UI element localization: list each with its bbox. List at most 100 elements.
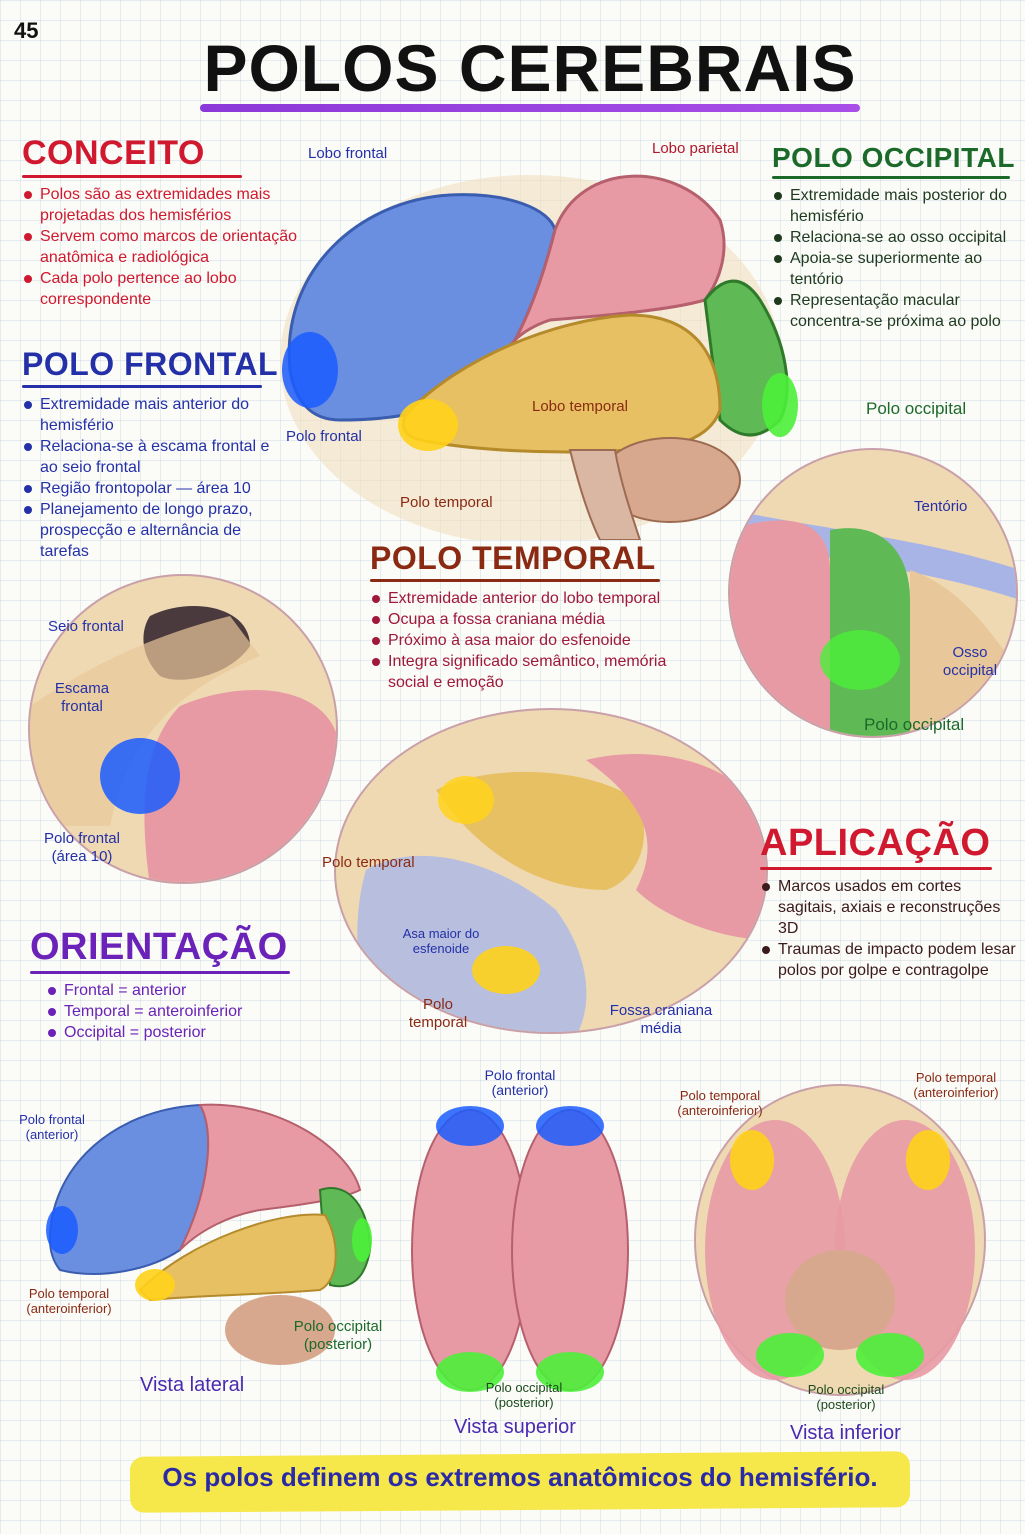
main-brain-illustration: [280, 174, 798, 540]
inferior-temporal-pole-right: [906, 1130, 950, 1190]
list-item: Região frontopolar — área 10: [22, 478, 282, 499]
label-frontal-inset-polo: Polo frontal (área 10): [44, 830, 120, 865]
label-inferior-polo-temporal-left: Polo temporal (anteroinferior): [677, 1088, 763, 1118]
label-temporal-inset-polo-bottom: Polo temporal: [408, 996, 468, 1031]
lateral-temporal-pole: [135, 1269, 175, 1301]
superior-frontal-pole-right: [536, 1106, 604, 1146]
temporal-pole-glow-top: [438, 776, 494, 824]
lateral-temporal-lobe: [138, 1213, 337, 1302]
polo-frontal-underline: [22, 385, 262, 388]
brainstem: [568, 449, 642, 540]
list-item: Traumas de impacto podem lesar polos por…: [760, 939, 1022, 981]
polo-temporal-underline: [370, 579, 660, 582]
lateral-view-illustration: [46, 1103, 372, 1365]
polo-frontal-section: POLO FRONTAL Extremidade mais anterior d…: [22, 346, 287, 562]
polo-frontal-title: POLO FRONTAL: [22, 346, 279, 382]
label-lobo-frontal: Lobo frontal: [308, 145, 388, 162]
superior-frontal-pole-left: [436, 1106, 504, 1146]
polo-temporal-title: POLO TEMPORAL: [370, 540, 656, 576]
list-item: Relaciona-se à escama frontal e ao seio …: [22, 436, 282, 478]
caption-vista-superior: Vista superior: [454, 1416, 576, 1438]
label-polo-occipital: Polo occipital: [866, 399, 967, 418]
list-item: Ocupa a fossa craniana média: [370, 609, 695, 630]
list-item: Próximo à asa maior do esfenoide: [370, 630, 695, 651]
inferior-cerebellum: [785, 1250, 895, 1350]
superior-left-hemisphere: [411, 1109, 529, 1391]
label-lateral-polo-frontal: Polo frontal (anterior): [19, 1112, 85, 1142]
superior-occipital-pole-right: [536, 1352, 604, 1392]
orientacao-list: Frontal = anterior Temporal = anteroinfe…: [30, 980, 330, 1043]
aplicacao-underline: [760, 867, 992, 870]
polo-frontal-list: Extremidade mais anterior do hemisfério …: [22, 394, 282, 562]
list-item: Occipital = posterior: [46, 1022, 330, 1043]
label-seio-frontal: Seio frontal: [48, 618, 124, 635]
aplicacao-title: APLICAÇÃO: [760, 822, 991, 864]
label-tentorio: Tentório: [914, 498, 968, 515]
polo-occipital-title: POLO OCCIPITAL: [772, 142, 1015, 173]
list-item: Cada polo pertence ao lobo correspondent…: [22, 268, 307, 310]
list-item: Extremidade mais posterior do hemisfério: [772, 185, 1014, 227]
page-title: POLOS CEREBRAIS: [203, 31, 857, 105]
label-lobo-temporal: Lobo temporal: [532, 398, 628, 415]
frontal-lobe-tissue: [144, 690, 336, 882]
frontal-pole-glow: [100, 738, 180, 814]
orientacao-section: ORIENTAÇÃO Frontal = anterior Temporal =…: [30, 926, 330, 1043]
list-item: Planejamento de longo prazo, prospecção …: [22, 499, 282, 562]
orientacao-title: ORIENTAÇÃO: [30, 926, 288, 968]
frontal-tissue: [586, 754, 766, 940]
superior-view-illustration: [411, 1106, 629, 1392]
label-polo-frontal: Polo frontal: [286, 428, 362, 445]
page-number: 45: [14, 18, 39, 43]
label-inferior-polo-temporal-right: Polo temporal (anteroinferior): [913, 1070, 999, 1100]
list-item: Relaciona-se ao osso occipital: [772, 227, 1014, 248]
lateral-frontal-pole: [46, 1206, 78, 1254]
label-superior-polo-frontal: Polo frontal (anterior): [484, 1067, 556, 1098]
inferior-occipital-pole-right: [856, 1333, 924, 1377]
label-escama-frontal: Escama frontal: [54, 680, 110, 715]
label-lateral-polo-occipital: Polo occipital (posterior): [293, 1318, 383, 1353]
lateral-occipital-pole: [352, 1218, 372, 1262]
list-item: Apoia-se superiormente ao tentório: [772, 248, 1014, 290]
list-item: Integra significado semântico, memória s…: [370, 651, 695, 693]
label-osso-occipital: Osso occipital: [942, 644, 998, 679]
conceito-underline: [22, 175, 242, 178]
frontal-inset-illustration: [30, 606, 336, 882]
temporal-pole-glow: [398, 399, 458, 451]
temporal-inset-illustration: [357, 754, 766, 1032]
list-item: Extremidade anterior do lobo temporal: [370, 588, 695, 609]
label-lateral-polo-temporal: Polo temporal (anteroinferior): [26, 1286, 112, 1316]
temporal-pole-glow-bottom: [472, 946, 540, 994]
orientacao-underline: [30, 971, 290, 974]
frontal-bone: [30, 616, 260, 826]
lateral-cerebellum: [225, 1295, 335, 1365]
list-item: Marcos usados em cortes sagitais, axiais…: [760, 876, 1022, 939]
conceito-list: Polos são as extremidades mais projetada…: [22, 184, 307, 310]
polo-occipital-section: POLO OCCIPITAL Extremidade mais posterio…: [772, 142, 1017, 332]
conceito-title: CONCEITO: [22, 134, 205, 172]
label-asa-maior: Asa maior do esfenoide: [402, 926, 480, 956]
middle-cranial-fossa: [357, 855, 587, 1032]
title-underline: [200, 104, 860, 112]
caption-vista-inferior: Vista inferior: [790, 1422, 901, 1444]
conceito-section: CONCEITO Polos são as extremidades mais …: [22, 134, 322, 310]
frontal-inset: [28, 574, 338, 884]
footer-text: Os polos definem os extremos anatômicos …: [162, 1462, 878, 1492]
polo-occipital-underline: [772, 176, 1010, 179]
label-fossa: Fossa craniana média: [609, 1002, 713, 1037]
frontal-pole-glow: [282, 332, 338, 408]
label-polo-temporal: Polo temporal: [400, 494, 493, 511]
superior-occipital-pole-left: [436, 1352, 504, 1392]
list-item: Polos são as extremidades mais projetada…: [22, 184, 307, 226]
label-superior-polo-occipital: Polo occipital (posterior): [485, 1380, 563, 1410]
inferior-view-illustration: [694, 1084, 986, 1396]
inferior-temporal-pole-left: [730, 1130, 774, 1190]
list-item: Temporal = anteroinferior: [46, 1001, 330, 1022]
polo-temporal-section: POLO TEMPORAL Extremidade anterior do lo…: [370, 540, 700, 693]
temporal-inset: [334, 708, 768, 1034]
lateral-parietal-lobe: [179, 1103, 362, 1251]
occipital-inset-illustration: [730, 510, 1016, 736]
superior-right-hemisphere: [511, 1109, 629, 1391]
occipital-pole-glow: [762, 373, 798, 437]
polo-temporal-list: Extremidade anterior do lobo temporal Oc…: [370, 588, 695, 693]
caption-vista-lateral: Vista lateral: [140, 1374, 245, 1396]
